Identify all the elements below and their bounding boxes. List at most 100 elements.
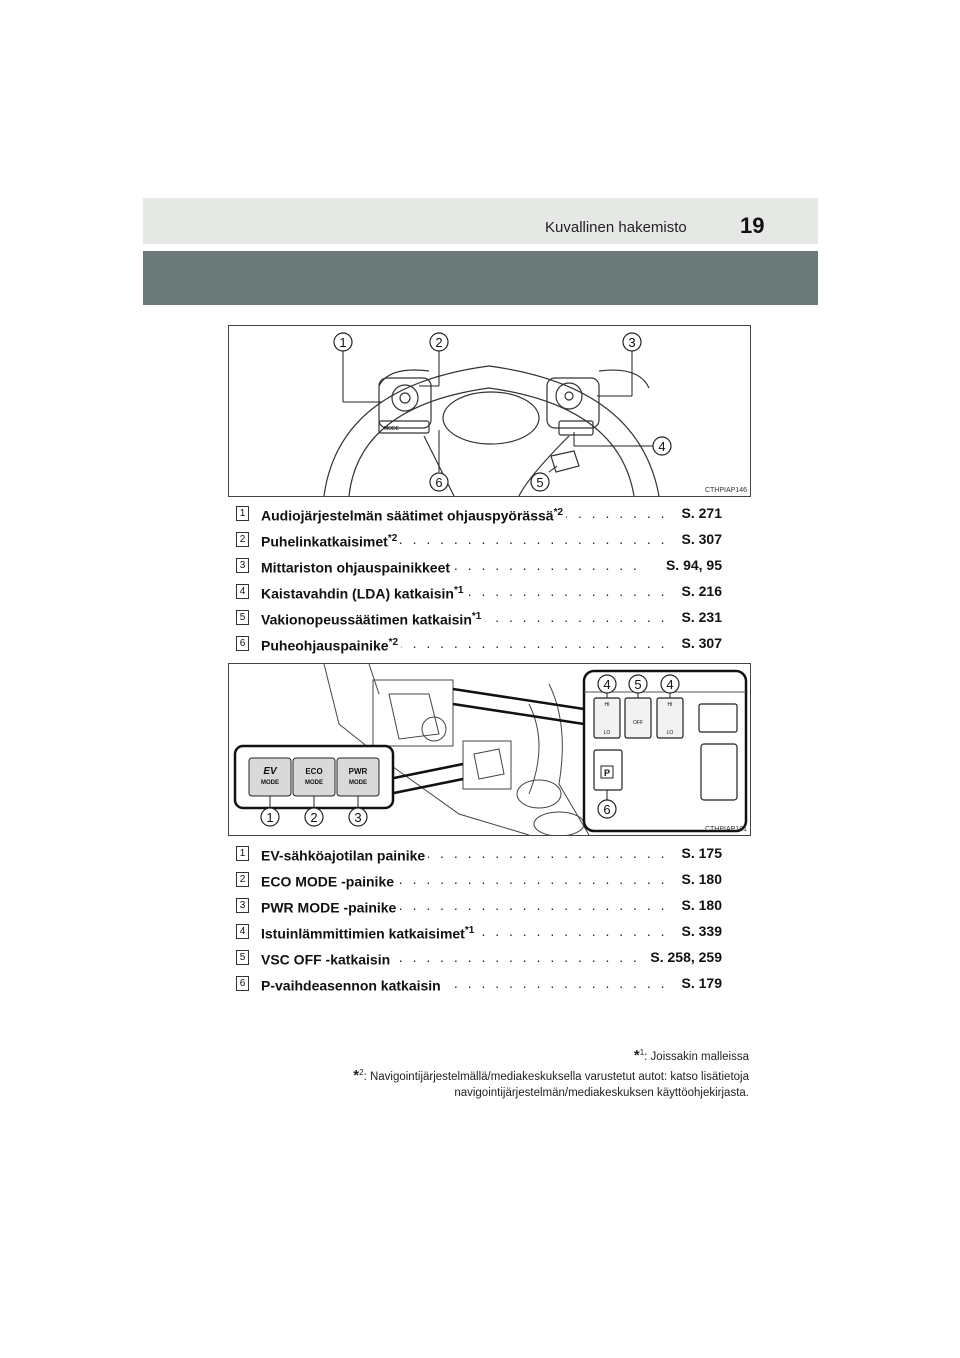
callout-5-text: 5 <box>634 677 641 692</box>
list-item: 4 Istuinlämmittimien katkaisimet*1 . . .… <box>236 918 722 944</box>
list-item: 3 Mittariston ohjauspainikkeet . . . . .… <box>236 552 722 578</box>
item-label: Mittariston ohjauspainikkeet <box>261 559 451 576</box>
page-reference: S. 180 <box>678 866 722 892</box>
item-label: EV-sähköajotilan painike <box>261 847 426 864</box>
off-label: OFF <box>633 720 643 726</box>
item-label: Audiojärjestelmän säätimet ohjauspyöräss… <box>261 507 554 524</box>
ev-button-text: EV <box>263 766 278 777</box>
steering-wheel-figure: MODE 1 2 3 4 5 6 CTHPIAP146 <box>228 325 751 497</box>
callout-2 <box>429 332 449 352</box>
callout-3 <box>622 332 642 352</box>
list-item: 1 Audiojärjestelmän säätimet ohjauspyörä… <box>236 500 722 526</box>
page-reference: S. 179 <box>678 970 722 996</box>
item-number: 3 <box>236 898 249 913</box>
hi-label-left: HI <box>605 702 610 708</box>
item-label: Vakionopeussäätimen katkaisin <box>261 611 472 628</box>
page-reference: S. 307 <box>678 526 722 552</box>
callout-6 <box>429 472 449 492</box>
page-reference: S. 175 <box>678 840 722 866</box>
item-label: Istuinlämmittimien katkaisimet <box>261 925 465 942</box>
eco-mode-text: MODE <box>305 780 323 786</box>
list-item: 3 PWR MODE -painike . . . . . . . . . . … <box>236 892 722 918</box>
item-label: ECO MODE -painike <box>261 873 395 890</box>
list-item: 5 VSC OFF -katkaisin . . . . . . . . . .… <box>236 944 722 970</box>
center-console-figure: HI LO OFF HI LO P EV MODE ECO MODE PWR M… <box>228 663 751 836</box>
callout-4-text: 4 <box>658 439 665 454</box>
item-number: 2 <box>236 532 249 547</box>
footnote-2-text: : Navigointijärjestelmällä/mediakeskukse… <box>363 1070 749 1083</box>
list-item: 2 ECO MODE -painike . . . . . . . . . . … <box>236 866 722 892</box>
list-item: 4 Kaistavahdin (LDA) katkaisin*1 . . . .… <box>236 578 722 604</box>
item-number: 1 <box>236 846 249 861</box>
item-note: *1 <box>471 611 482 622</box>
hi-label-right: HI <box>668 702 673 708</box>
page-number: 19 <box>740 213 765 238</box>
p-switch-label: P <box>604 768 610 778</box>
footnote-1-text: : Joissakin malleissa <box>644 1050 749 1063</box>
footnote-1: *1: Joissakin malleissa <box>229 1045 749 1065</box>
steering-controls-list: 1 Audiojärjestelmän säätimet ohjauspyörä… <box>236 500 722 656</box>
console-controls-list: 1 EV-sähköajotilan painike . . . . . . .… <box>236 840 722 996</box>
item-number: 4 <box>236 584 249 599</box>
lo-label-left: LO <box>604 730 611 736</box>
callout-4b-text: 4 <box>666 677 673 692</box>
callout-5 <box>530 472 550 492</box>
footnote-2: *2: Navigointijärjestelmällä/mediakeskuk… <box>229 1065 749 1085</box>
center-console-illustration: HI LO OFF HI LO P EV MODE ECO MODE PWR M… <box>233 664 748 835</box>
header-title: Kuvallinen hakemisto <box>545 219 687 236</box>
header-bar <box>143 198 818 244</box>
list-item: 2 Puhelinkatkaisimet*2 . . . . . . . . .… <box>236 526 722 552</box>
item-number: 1 <box>236 506 249 521</box>
item-label: Kaistavahdin (LDA) katkaisin <box>261 585 454 602</box>
callout-2-text: 2 <box>435 335 442 350</box>
footnote-2-mark: * <box>353 1066 360 1084</box>
page-reference: S. 339 <box>678 918 722 944</box>
callout-3-text: 3 <box>628 335 635 350</box>
item-number: 2 <box>236 872 249 887</box>
page-reference: S. 271 <box>678 500 722 526</box>
item-label: VSC OFF -katkaisin <box>261 951 391 968</box>
page-reference: S. 94, 95 <box>662 552 722 578</box>
page-reference: S. 216 <box>678 578 722 604</box>
section-band <box>143 251 818 305</box>
callout-3-text: 3 <box>354 810 361 825</box>
item-note: *1 <box>453 585 464 596</box>
item-label: Puhelinkatkaisimet <box>261 533 388 550</box>
item-number: 6 <box>236 636 249 651</box>
list-item: 5 Vakionopeussäätimen katkaisin*1 . . . … <box>236 604 722 630</box>
eco-button-text: ECO <box>305 767 322 776</box>
footnote-2-number: 2 <box>359 1067 364 1077</box>
page-reference: S. 231 <box>678 604 722 630</box>
callout-4b <box>660 674 680 694</box>
callout-3 <box>348 807 368 827</box>
list-item: 1 EV-sähköajotilan painike . . . . . . .… <box>236 840 722 866</box>
item-note: *2 <box>387 533 398 544</box>
pwr-mode-text: MODE <box>349 780 367 786</box>
pwr-button-text: PWR <box>349 767 368 776</box>
callout-2 <box>304 807 324 827</box>
callout-4a <box>597 674 617 694</box>
callout-6-text: 6 <box>603 802 610 817</box>
callout-4a-text: 4 <box>603 677 610 692</box>
page-reference: S. 258, 259 <box>647 944 722 970</box>
callout-2-text: 2 <box>310 810 317 825</box>
callout-4 <box>652 436 672 456</box>
steering-wheel-illustration: MODE 1 2 3 4 5 6 <box>323 332 672 496</box>
footnote-2-line2: navigointijärjestelmän/mediakeskuksen kä… <box>454 1086 749 1099</box>
figure-code: CTHPIAP146 <box>704 487 747 494</box>
page-reference: S. 307 <box>678 630 722 656</box>
item-number: 3 <box>236 558 249 573</box>
callout-5-text: 5 <box>536 475 543 490</box>
callout-1-text: 1 <box>266 810 273 825</box>
callout-1 <box>333 332 353 352</box>
item-number: 4 <box>236 924 249 939</box>
mode-button-text: MODE <box>384 426 400 432</box>
item-number: 5 <box>236 950 249 965</box>
footnote-1-mark: * <box>633 1046 640 1064</box>
item-label: PWR MODE -painike <box>261 899 397 916</box>
footnotes: *1: Joissakin malleissa *2: Navigointijä… <box>229 1045 749 1101</box>
lo-label-right: LO <box>667 730 674 736</box>
item-note: *1 <box>464 925 475 936</box>
item-note: *2 <box>553 507 564 518</box>
figure-code: CTHPIAP181 <box>704 826 747 833</box>
